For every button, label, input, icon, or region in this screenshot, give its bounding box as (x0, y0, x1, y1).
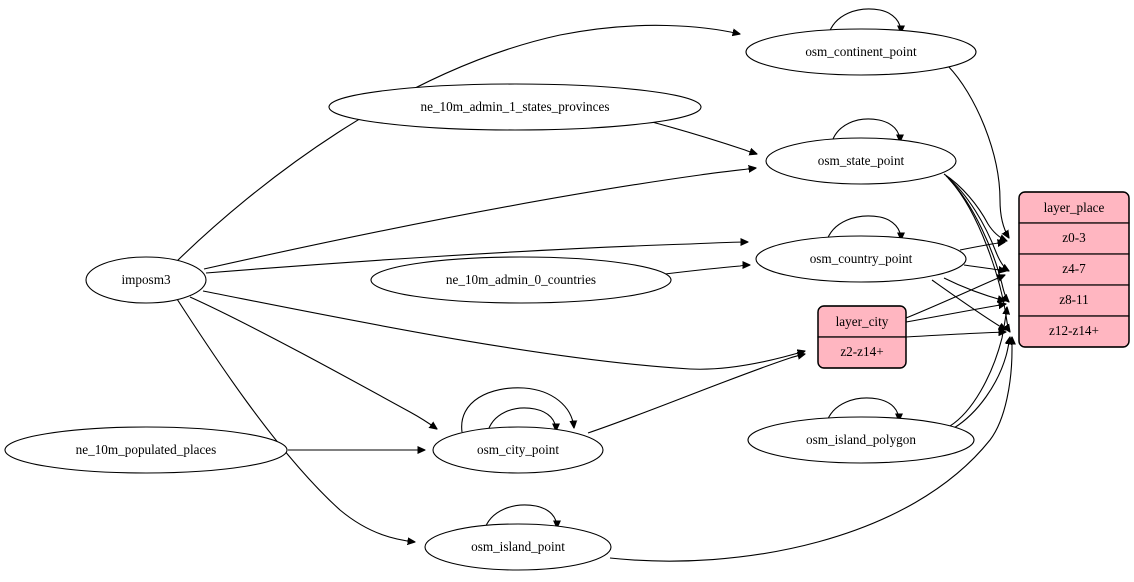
edges-layer (175, 8, 1012, 562)
layer-city-title-label: layer_city (836, 314, 889, 329)
edge-osm-continent-point-to-layer-place-z0-3 (947, 65, 1009, 238)
node-label-ne-10m-admin-1-states-provinces: ne_10m_admin_1_states_provinces (421, 99, 610, 114)
layer-place-outline (1018, 191, 1130, 348)
layer-place-title-label: layer_place (1044, 200, 1105, 215)
nodes-layer: imposm3 ne_10m_admin_1_states_provinces … (4, 28, 1130, 571)
layer-city-z2-z14-label: z2-z14+ (840, 344, 883, 359)
edge-imposm3-to-osm-city-point (189, 296, 437, 429)
edge-imposm3-to-osm-state-point (203, 168, 756, 270)
node-osm-island-point[interactable]: osm_island_point (424, 523, 612, 571)
node-label-osm-country-point: osm_country_point (810, 251, 913, 266)
edge-admin0-countries-to-osm-country-point (664, 265, 750, 275)
edge-imposm3-to-layer-city (202, 290, 805, 370)
edge-imposm3-to-osm-island-point (176, 298, 415, 542)
node-imposm3[interactable]: imposm3 (85, 256, 207, 304)
node-osm-continent-point[interactable]: osm_continent_point (745, 28, 977, 76)
node-ne-10m-admin-1-states-provinces[interactable]: ne_10m_admin_1_states_provinces (328, 83, 702, 131)
self-loop-osm-country-point (825, 215, 901, 244)
node-ne-10m-admin-0-countries[interactable]: ne_10m_admin_0_countries (370, 256, 672, 304)
edge-osm-country-point-to-layer-place-z0-3 (959, 242, 1005, 251)
layer-place-z0-3-label: z0-3 (1062, 230, 1086, 245)
record-node-layer-place[interactable]: layer_place z0-3 z4-7 z8-11 z12-z14+ (1018, 191, 1130, 348)
layer-place-z4-7-label: z4-7 (1062, 261, 1086, 276)
node-label-ne-10m-admin-0-countries: ne_10m_admin_0_countries (446, 272, 596, 287)
edge-layer-city-to-layer-place-z12 (905, 332, 1006, 338)
edge-osm-state-point-to-layer-place-z0-3 (943, 173, 1007, 241)
node-label-osm-island-polygon: osm_island_polygon (806, 432, 916, 447)
edge-layer-city-to-layer-place-z4-7 (905, 275, 1005, 319)
edge-osm-island-polygon-to-layer-place-z8-11 (949, 307, 1007, 427)
edge-layer-city-to-layer-place-z8-11 (905, 304, 1006, 323)
layer-place-z12-label: z12-z14+ (1049, 323, 1099, 338)
node-label-imposm3: imposm3 (121, 272, 170, 287)
record-node-layer-city[interactable]: layer_city z2-z14+ (817, 305, 907, 369)
node-osm-country-point[interactable]: osm_country_point (755, 235, 967, 283)
layer-place-row-z0-3-cell[interactable] (1018, 222, 1130, 255)
edge-osm-city-point-to-layer-city (587, 354, 805, 434)
self-loop-osm-state-point (830, 118, 900, 146)
self-loop-osm-city-point (486, 407, 556, 435)
node-osm-state-point[interactable]: osm_state_point (765, 137, 957, 185)
edge-osm-island-point-to-layer-place-z12 (609, 337, 1012, 562)
edge-imposm3-to-osm-continent-point (175, 24, 740, 263)
edge-osm-country-point-to-layer-place-z4-7 (963, 264, 1006, 271)
node-ne-10m-populated-places[interactable]: ne_10m_populated_places (4, 426, 288, 474)
self-loop-osm-island-polygon (825, 397, 899, 425)
node-osm-city-point[interactable]: osm_city_point (432, 426, 604, 474)
node-label-osm-state-point: osm_state_point (818, 153, 905, 168)
layer-place-z8-11-label: z8-11 (1059, 292, 1089, 307)
layer-city-outline (817, 305, 907, 369)
edge-osm-island-polygon-to-layer-place-z12 (953, 337, 1010, 429)
edge-states-provinces-to-osm-state-point (651, 121, 757, 154)
node-label-ne-10m-populated-places: ne_10m_populated_places (76, 442, 217, 457)
edge-imposm3-to-osm-country-point (205, 242, 748, 274)
edge-osm-country-point-to-layer-place-z12 (931, 279, 1006, 330)
node-label-osm-continent-point: osm_continent_point (805, 44, 917, 59)
node-osm-island-polygon[interactable]: osm_island_polygon (747, 416, 975, 464)
node-label-osm-island-point: osm_island_point (471, 539, 565, 554)
edge-osm-country-point-to-layer-place-z8-11 (943, 277, 1005, 301)
node-label-osm-city-point: osm_city_point (477, 442, 559, 457)
self-loop-osm-continent-point (827, 8, 901, 37)
outer-loop-osm-city-point (461, 387, 574, 433)
self-loop-osm-island-point (483, 504, 557, 532)
